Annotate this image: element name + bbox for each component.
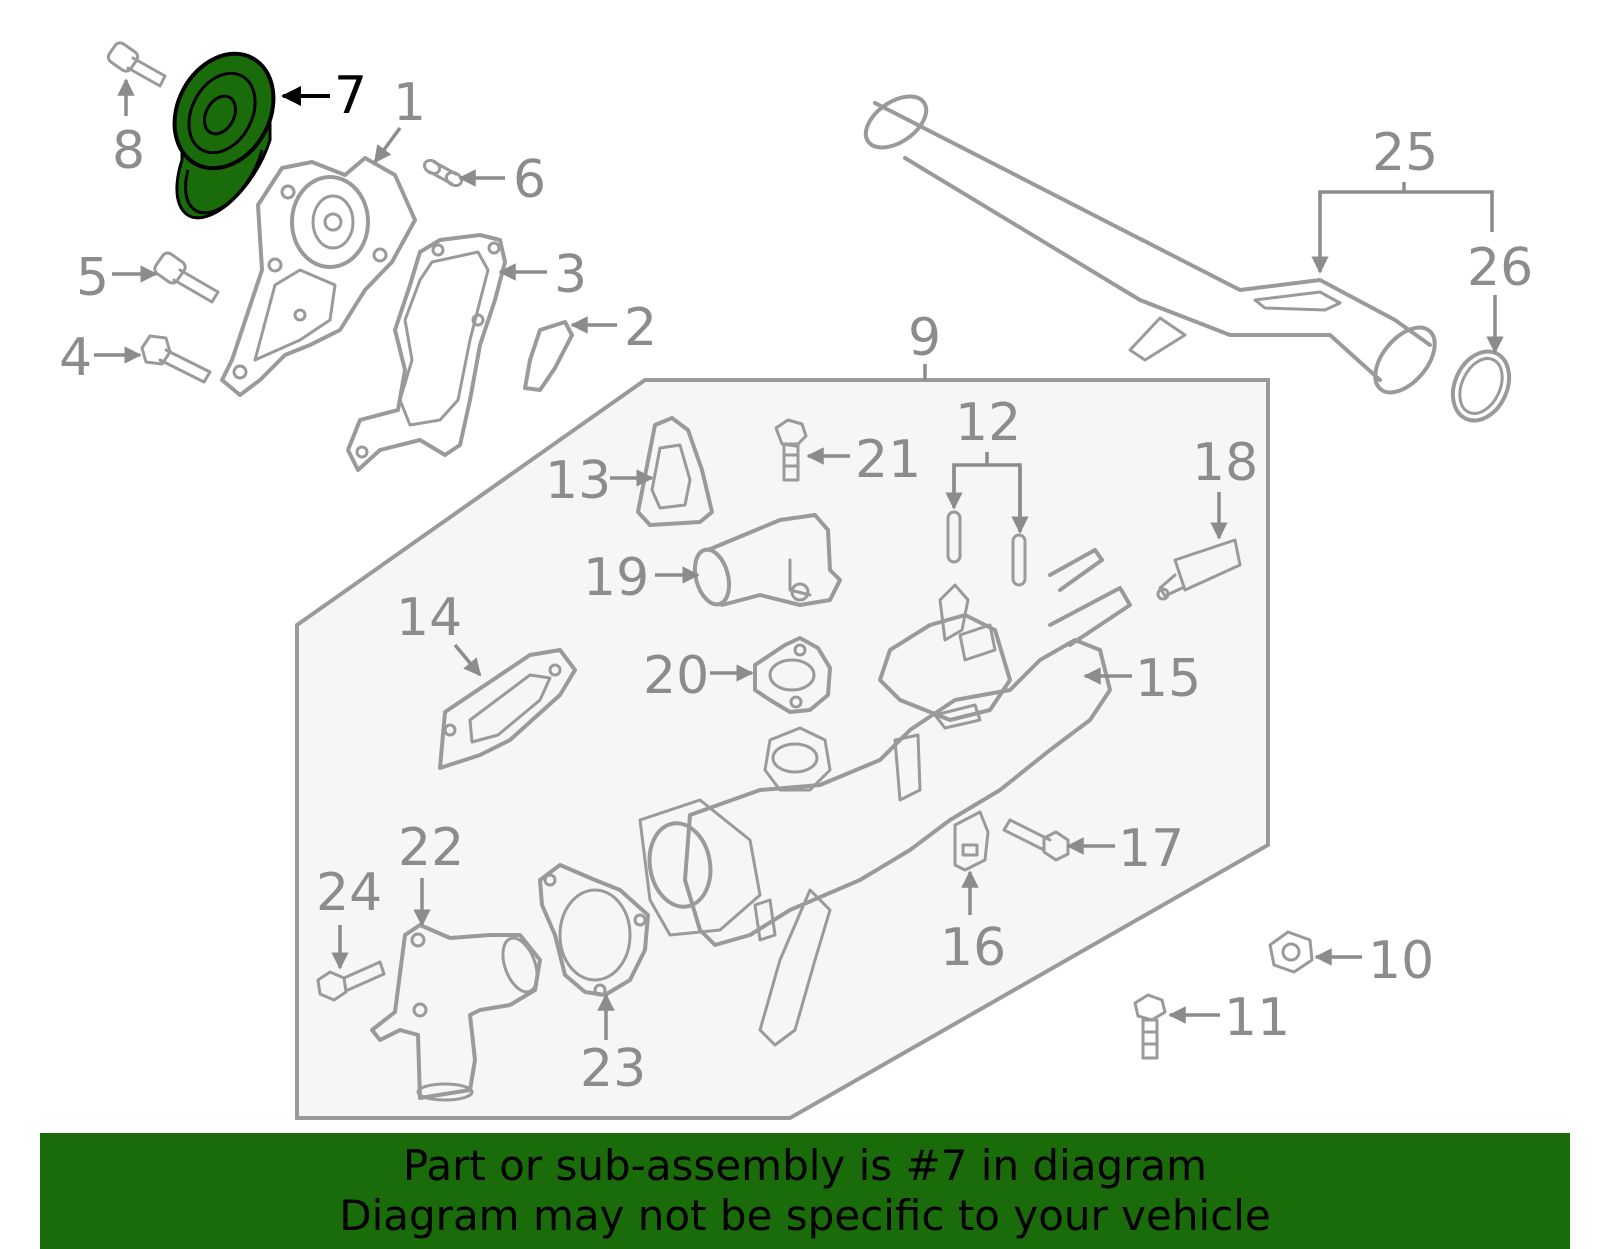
callout-16: 16 <box>940 918 1006 978</box>
callout-5: 5 <box>76 248 109 308</box>
banner-line-2: Diagram may not be specific to your vehi… <box>339 1191 1271 1240</box>
part-1-water-pump <box>220 156 417 397</box>
callout-3: 3 <box>554 245 587 305</box>
callout-14: 14 <box>396 588 462 648</box>
callout-1: 1 <box>393 73 426 133</box>
part-2-gasket <box>523 320 574 392</box>
banner-line-1: Part or sub-assembly is #7 in diagram <box>402 1141 1208 1190</box>
part-7-pulley[interactable] <box>155 36 293 220</box>
part-12-pins <box>946 510 1027 587</box>
part-8-bolt <box>106 41 167 88</box>
leader-14 <box>453 643 482 677</box>
callout-12: 12 <box>955 393 1021 453</box>
callout-23: 23 <box>580 1039 646 1099</box>
leader-25 <box>1318 190 1494 232</box>
callout-19: 19 <box>583 548 649 608</box>
part-15-water-housing <box>638 548 1132 1047</box>
part-11-bolt <box>1133 993 1167 1060</box>
part-3-gasket <box>346 233 507 472</box>
callout-9: 9 <box>908 308 941 368</box>
part-18-sensor <box>1156 538 1242 601</box>
callout-6: 6 <box>513 150 546 210</box>
part-5-bolt <box>153 251 220 304</box>
callout-7: 7 <box>334 66 367 126</box>
info-banner: Part or sub-assembly is #7 in diagram Di… <box>40 1133 1570 1249</box>
part-10-nut <box>1268 930 1314 974</box>
callout-8: 8 <box>112 121 145 181</box>
parts-diagram: 7 8 1 6 5 4 3 2 9 25 26 13 21 12 18 19 2… <box>59 36 1533 1120</box>
part-4-bolt <box>140 334 212 384</box>
part-6-dowel <box>422 158 464 188</box>
part-22-thermostat-housing <box>370 923 542 1102</box>
part-21-bolt <box>774 418 808 482</box>
part-14-gasket <box>438 648 577 770</box>
callout-10: 10 <box>1368 931 1434 991</box>
part-25-water-pipe <box>863 94 1437 395</box>
callout-25: 25 <box>1372 123 1438 183</box>
callout-18: 18 <box>1192 433 1258 493</box>
callout-21: 21 <box>855 430 921 490</box>
callout-26: 26 <box>1467 238 1533 298</box>
part-13-gasket <box>636 416 714 527</box>
callout-11: 11 <box>1224 988 1290 1048</box>
callout-13: 13 <box>545 451 611 511</box>
callout-2: 2 <box>624 298 657 358</box>
callout-20: 20 <box>643 646 709 706</box>
part-26-o-ring <box>1450 349 1512 423</box>
callout-24: 24 <box>316 863 382 923</box>
part-23-gasket <box>538 863 650 997</box>
callout-4: 4 <box>59 328 92 388</box>
callout-15: 15 <box>1135 649 1201 709</box>
leader-1 <box>373 126 402 164</box>
part-16-bracket <box>953 810 990 872</box>
callout-22: 22 <box>398 818 464 878</box>
part-20-gasket <box>753 636 832 714</box>
callout-17: 17 <box>1118 819 1184 879</box>
leader-lines <box>94 78 1504 1040</box>
part-24-bolt <box>316 960 386 1002</box>
